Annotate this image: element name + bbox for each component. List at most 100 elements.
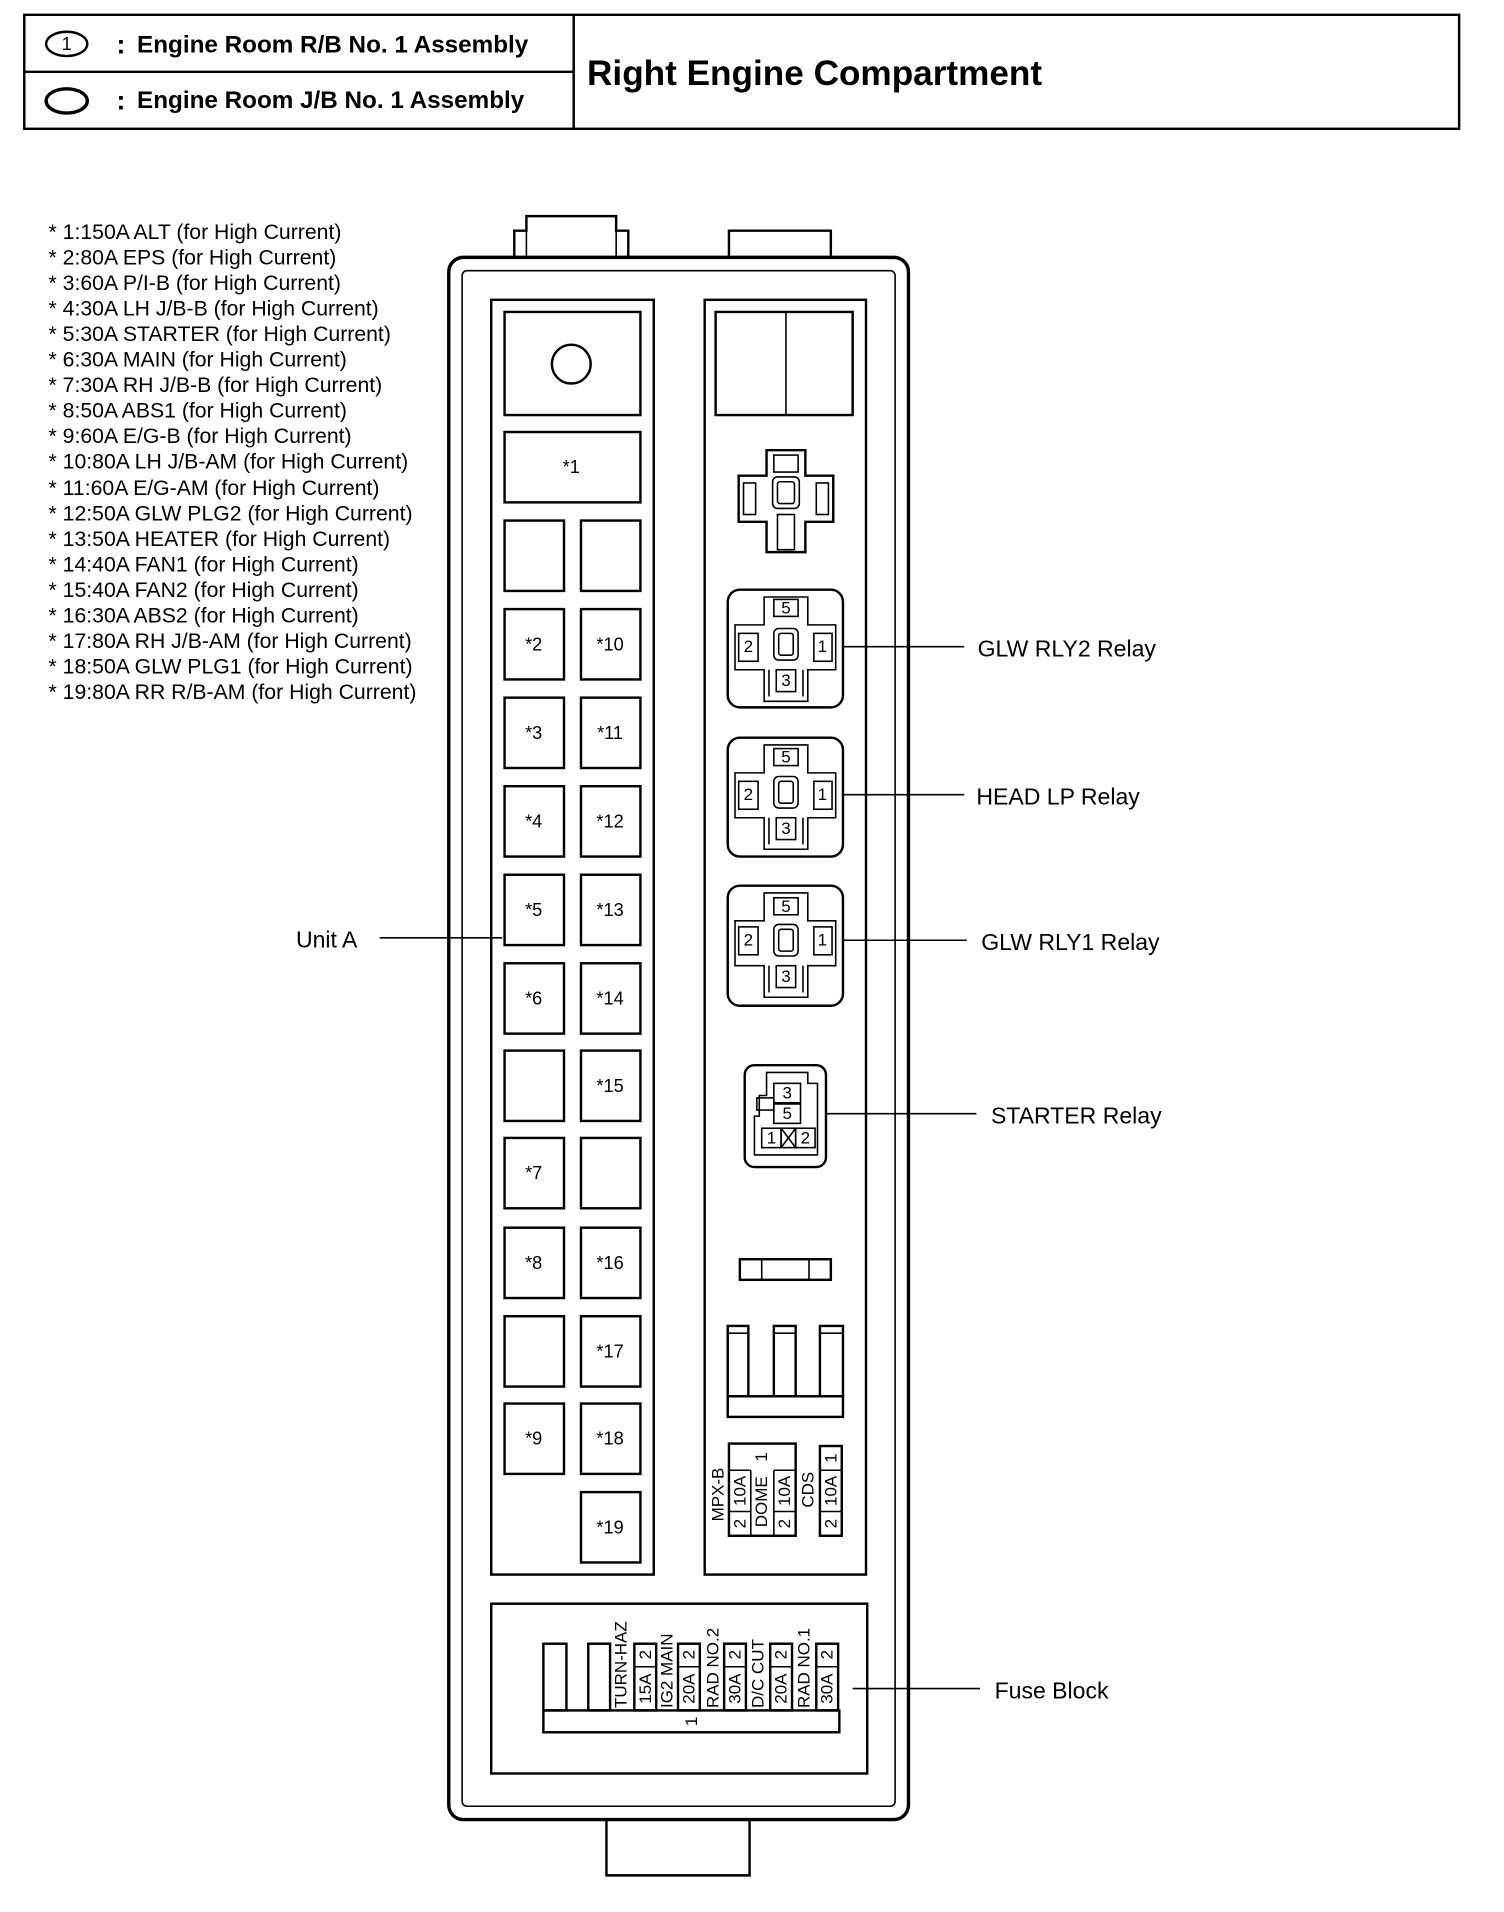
fuse-slot-label: *17 [596,1341,623,1361]
fuse-block-rating: 30A [818,1673,837,1704]
fuse-block-pin: 2 [818,1650,837,1659]
fuse-block-pin: 2 [772,1650,791,1659]
relay-pin-box [775,964,797,989]
fuse-block-slot-empty [542,1642,568,1712]
mini-fuse-pin: 1 [752,1452,771,1461]
legend-separator-rb: : [116,30,125,60]
fuse-block-slot [676,1642,702,1712]
relay-center-terminal-inner [777,928,795,952]
relay-pin-5: 5 [781,897,790,916]
relay-block-housing [447,214,911,1877]
relay-pin-1: 1 [818,931,827,950]
relay-pin-box [813,780,833,811]
fuse-slot-label: *9 [525,1429,542,1449]
relay-pin-box [775,668,797,693]
fuse-list-item: * 1:150A ALT (for High Current) [49,221,342,244]
relay-pin-3: 3 [782,1084,791,1103]
mini-fuse-rating: 10A [821,1475,840,1506]
relay-pin-box [775,816,797,841]
fuse-slot-empty [503,519,566,593]
fuse-slot [503,873,566,947]
fuse-puller-base [726,1395,845,1419]
fuse-slot [579,1402,642,1476]
fuse-slot-empty [503,1315,566,1388]
fuse-block-rating: 20A [772,1673,791,1704]
unit-a-top-block [503,310,642,417]
jb-marker-oval [44,87,90,115]
glw-rly1-label: GLW RLY1 Relay [981,929,1160,955]
fuse-slot-label: *18 [596,1429,623,1449]
relay-pin-1: 1 [818,785,827,804]
fuse-list-item: * 3:60A P/I-B (for High Current) [49,272,341,295]
relay-pin-5: 5 [781,598,790,617]
relay-housing [743,1063,828,1169]
fuse-list-item: * 13:50A HEATER (for High Current) [49,528,391,551]
legend-text-jb: Engine Room J/B No. 1 Assembly [137,87,525,114]
mini-fuses: MPX-B 2 10A DOME 1 2 10A CDS 2 10A 1 [709,1442,843,1537]
relay-housing [726,884,845,1007]
legend-separator-jb: : [116,85,125,115]
page-title: Right Engine Compartment [587,54,1042,93]
fuse-list-item: * 15:40A FAN2 (for High Current) [49,579,359,602]
fuse-slot-label: *10 [596,634,623,654]
mini-fuse-pin: 2 [730,1519,749,1528]
socket-top-terminal [773,454,799,473]
fuse-list-item: * 5:30A STARTER (for High Current) [49,323,391,346]
fuse-slot-label: *3 [525,723,542,743]
fuse-block-rating: 30A [726,1673,745,1704]
fuse-list-item: * 19:80A RR R/B-AM (for High Current) [49,681,417,704]
fuse-slot-label: *4 [525,811,542,831]
fuse-slot-label: *15 [596,1076,623,1096]
fuse-slot [579,873,642,947]
relay-pin-box [794,1127,816,1149]
rb-marker-oval [44,30,89,58]
relay-center-terminal [773,923,799,957]
relay-pin-box [737,780,759,811]
socket-center-terminal [771,476,801,510]
fuse-block-slot [815,1642,840,1712]
fuse-slot-label: *19 [596,1517,623,1537]
mini-fuse-pin: 2 [775,1519,794,1528]
fuse-slot [579,607,642,681]
fuse-block-pin: 2 [636,1650,655,1659]
relay-pin-5: 5 [781,748,790,767]
relay-head-lp: 5 2 1 3 [726,736,845,858]
relay-center-terminal-inner [777,780,795,804]
fuse-list-item: * 14:40A FAN1 (for High Current) [49,554,359,577]
fuse-slot-empty [503,1049,566,1123]
fuse-list-item: * 4:30A LH J/B-B (for High Current) [49,298,379,321]
mini-fuse-name-dome: DOME [752,1476,771,1527]
fuse-list-item: * 18:50A GLW PLG1 (for High Current) [49,655,413,678]
fuse-block-base-pin: 1 [682,1717,701,1726]
fuse-list-item: * 12:50A GLW PLG2 (for High Current) [49,503,413,526]
fuse-block-pin: 2 [679,1650,698,1659]
fuse-slot-label: *11 [597,723,623,743]
relay-housing [726,588,845,709]
fuse-block-rating: 15A [636,1673,655,1704]
relay-glw-rly1: 5 2 1 3 [726,884,845,1007]
mini-fuse-frame [818,1444,843,1537]
mini-fuse-rating: 10A [775,1475,794,1506]
relay-pin-box [813,926,833,956]
relay-socket-outline [734,744,837,851]
relay-starter: 3 5 1 2 [743,1063,828,1169]
fuse-slot-label: *7 [525,1163,542,1183]
socket-right-terminal [815,482,830,516]
fuse-list-item: * 7:30A RH J/B-B (for High Current) [49,374,383,397]
fuse-slot [503,696,566,770]
socket-center-terminal-inner [776,480,796,505]
fuse-slot [579,1315,642,1388]
socket-bottom-terminal [776,513,796,551]
relay-pin-3: 3 [781,819,790,838]
fuse-slot-label: *8 [525,1253,542,1273]
fuse-block-name: RAD NO.1 [795,1628,814,1708]
fuse-block-pin: 2 [726,1650,745,1659]
top-left-tab [513,214,630,258]
relay-socket-outline [734,596,837,703]
relay-pin-box [773,1082,802,1104]
relay-pin-3: 3 [781,967,790,986]
fuse-slot [579,1490,642,1564]
fuse-block-name: RAD NO.2 [704,1628,723,1708]
fuse-block-name: IG2 MAIN [658,1634,677,1709]
